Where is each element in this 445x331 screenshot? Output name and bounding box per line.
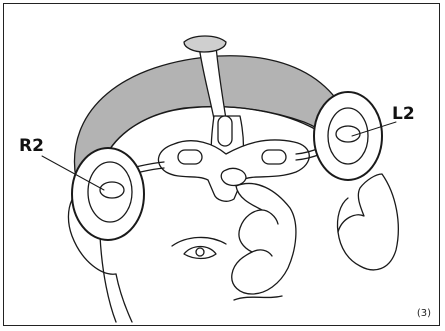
left-cheek xyxy=(116,274,132,322)
band-pad-center xyxy=(221,168,246,185)
head-illustration xyxy=(4,4,440,326)
band-pad-right xyxy=(262,150,286,164)
r2-callout-label: R2 xyxy=(19,138,44,155)
eyebrow xyxy=(172,237,226,246)
top-strap-tab xyxy=(184,36,226,52)
l2-sensor xyxy=(336,126,360,142)
diagram-frame: R2 L2 (3) xyxy=(3,3,440,326)
left-neck xyxy=(100,236,116,322)
left-hand xyxy=(232,183,296,294)
right-hand xyxy=(338,174,398,270)
l2-callout-label: L2 xyxy=(392,106,415,123)
band-pad-left xyxy=(178,150,202,164)
mouth xyxy=(234,296,282,300)
eye-pupil xyxy=(196,248,204,256)
figure-number: (3) xyxy=(417,308,431,319)
center-sensor xyxy=(218,116,232,146)
